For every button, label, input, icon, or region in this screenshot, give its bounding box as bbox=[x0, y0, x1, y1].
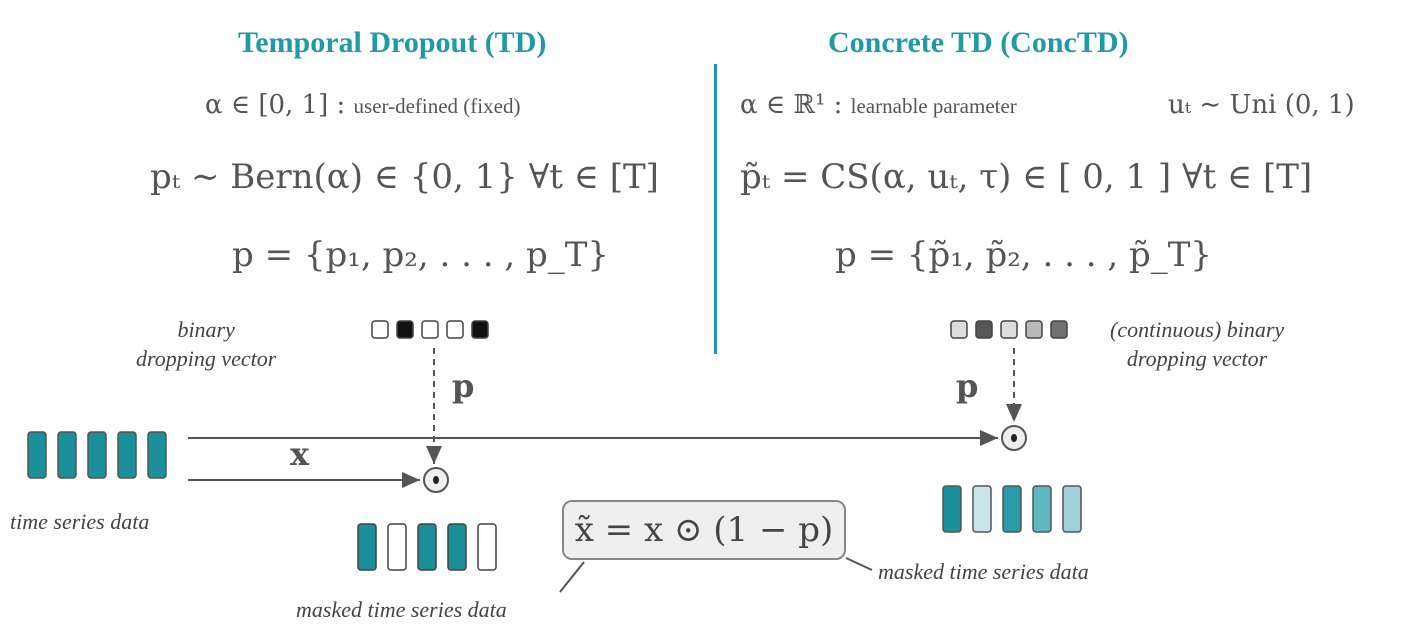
input-cell bbox=[57, 431, 77, 479]
conctd-masked-cell bbox=[972, 485, 992, 533]
mask-formula-box: x̃ = x ⊙ (1 − p) bbox=[562, 500, 846, 560]
input-cell bbox=[87, 431, 107, 479]
td-p-vector: p = {p₁, p₂, . . . , p_T} bbox=[232, 235, 610, 275]
td-dropping-caption: binary dropping vector bbox=[136, 316, 276, 373]
conctd-dropping-vector bbox=[950, 320, 1068, 339]
conctd-masked-cell bbox=[1062, 485, 1082, 533]
td-masked-cell bbox=[357, 523, 377, 571]
input-cell bbox=[27, 431, 47, 479]
mask-formula: x̃ = x ⊙ (1 − p) bbox=[574, 510, 834, 550]
td-drop-cell bbox=[396, 320, 414, 339]
conctd-masked-cell bbox=[942, 485, 962, 533]
input-caption: time series data bbox=[10, 509, 150, 534]
td-drop-cell bbox=[471, 320, 489, 339]
td-masked-cell bbox=[417, 523, 437, 571]
td-masked-series bbox=[357, 523, 497, 571]
conctd-u-formula: uₜ ∼ Uni (0, 1) bbox=[1168, 90, 1355, 120]
td-callout-line bbox=[559, 561, 585, 593]
conctd-drop-cell bbox=[1000, 320, 1018, 339]
x-label: x bbox=[290, 435, 310, 473]
td-drop-cell bbox=[421, 320, 439, 339]
conctd-masked-cell bbox=[1032, 485, 1052, 533]
conctd-p-vector: p = {p̃₁, p̃₂, . . . , p̃_T} bbox=[835, 235, 1213, 275]
td-masked-caption: masked time series data bbox=[296, 597, 507, 622]
conctd-title: Concrete TD (ConcTD) bbox=[828, 26, 1129, 59]
conctd-p-label: p bbox=[956, 367, 979, 405]
td-alpha-line: α ∈ [0, 1] : user-defined (fixed) bbox=[205, 92, 520, 118]
td-dropping-vector bbox=[371, 320, 489, 339]
input-cell bbox=[117, 431, 137, 479]
td-hadamard-op bbox=[423, 467, 449, 493]
conctd-hadamard-op bbox=[1001, 425, 1027, 451]
td-alpha-symbol: α ∈ [0, 1] : bbox=[205, 90, 346, 120]
conctd-drop-cell bbox=[950, 320, 968, 339]
td-alpha-desc: user-defined (fixed) bbox=[353, 94, 521, 118]
conctd-masked-caption: masked time series data bbox=[878, 559, 1089, 584]
td-drop-cell bbox=[446, 320, 464, 339]
conctd-dropping-caption: (continuous) binary dropping vector bbox=[1110, 316, 1284, 373]
conctd-masked-cell bbox=[1002, 485, 1022, 533]
conctd-drop-cell bbox=[1050, 320, 1068, 339]
conctd-alpha-desc: learnable parameter bbox=[850, 94, 1017, 118]
conctd-drop-cell bbox=[975, 320, 993, 339]
conctd-alpha-symbol: α ∈ ℝ¹ : bbox=[740, 90, 843, 120]
td-masked-cell bbox=[447, 523, 467, 571]
input-series bbox=[27, 431, 167, 479]
conctd-dropping-caption-text: (continuous) binary dropping vector bbox=[1110, 317, 1285, 371]
conctd-alpha-line: α ∈ ℝ¹ : learnable parameter bbox=[740, 92, 1017, 118]
conctd-drop-cell bbox=[1025, 320, 1043, 339]
td-dropping-caption-text: binary dropping vector bbox=[136, 317, 277, 371]
td-p-label: p bbox=[452, 367, 475, 405]
conctd-p-formula: p̃ₜ = CS(α, uₜ, τ) ∈ [ 0, 1 ] ∀t ∈ [T] bbox=[740, 157, 1313, 197]
td-p-formula: pₜ ∼ Bern(α) ∈ {0, 1} ∀t ∈ [T] bbox=[150, 157, 659, 197]
td-masked-cell bbox=[387, 523, 407, 571]
conctd-callout-line bbox=[845, 557, 873, 571]
input-cell bbox=[147, 431, 167, 479]
conctd-masked-series bbox=[942, 485, 1082, 533]
section-divider bbox=[714, 64, 717, 354]
td-title: Temporal Dropout (TD) bbox=[238, 26, 547, 59]
td-drop-cell bbox=[371, 320, 389, 339]
td-masked-cell bbox=[477, 523, 497, 571]
